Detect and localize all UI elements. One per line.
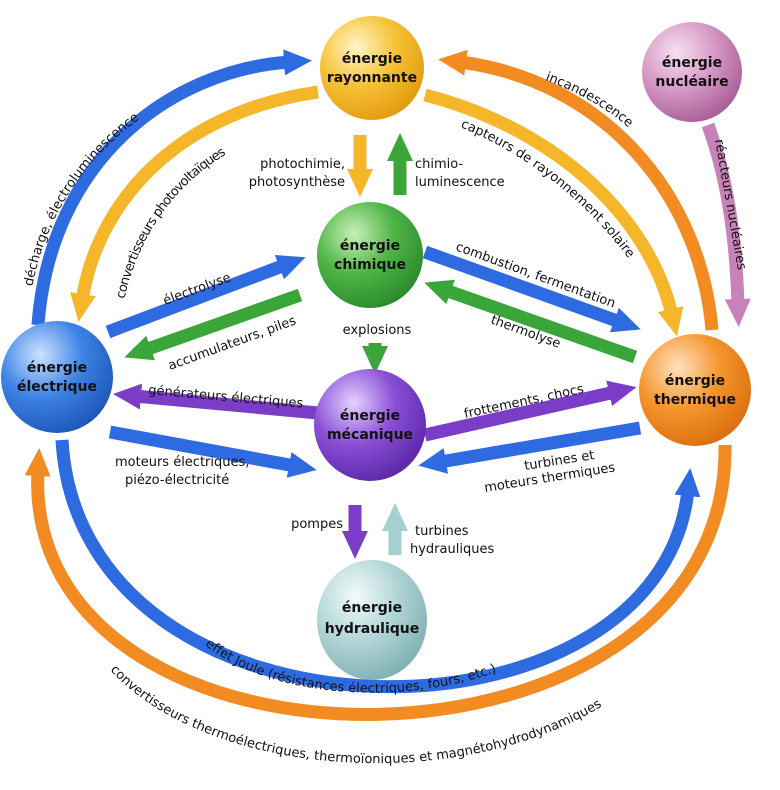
node-electrique: énergie électrique xyxy=(1,321,113,433)
node-chimique: énergie chimique xyxy=(317,202,423,308)
node-label: hydraulique xyxy=(325,621,420,637)
arrow-thermique-to-mecanique xyxy=(418,421,642,474)
arrow-rayonnante-to-electrique xyxy=(70,85,319,322)
label-photosynthese: photosynthèse xyxy=(249,175,345,190)
arrow-thermique-to-chimique xyxy=(424,279,638,364)
label-chimio: chimio- xyxy=(415,157,463,172)
arrow-mecanique-to-electrique xyxy=(113,383,319,420)
node-label: énergie xyxy=(342,51,402,67)
label-turbines-hydrauliques-1: turbines xyxy=(415,524,469,539)
arrow-chimique-to-electrique xyxy=(124,288,303,361)
node-label: nucléaire xyxy=(655,74,728,90)
node-thermique: énergie thermique xyxy=(639,334,751,446)
arrow-nucleaire-to-thermique xyxy=(701,122,751,327)
node-rayonnante: énergie rayonnante xyxy=(320,16,424,120)
arrow-electrique-to-thermique-arc xyxy=(55,439,701,694)
arrow-thermique-to-electrique-arc xyxy=(24,444,732,721)
label-moteurs-2: piézo-électricité xyxy=(125,473,229,488)
node-label: énergie xyxy=(665,373,725,389)
node-label: énergie xyxy=(340,238,400,254)
label-incandescence: incandescence xyxy=(544,70,636,131)
arrow-thermique-to-rayonnante xyxy=(438,49,719,331)
arrow-electrique-to-chimique xyxy=(105,254,306,339)
label-explosions: explosions xyxy=(343,323,412,338)
node-nucleaire: énergie nucléaire xyxy=(642,22,742,122)
label-pompes: pompes xyxy=(291,517,343,532)
label-photochimie: photochimie, xyxy=(260,157,345,172)
node-label: énergie xyxy=(662,55,722,71)
arrow-mecanique-to-thermique xyxy=(423,380,637,442)
node-label: énergie xyxy=(342,600,402,616)
arrow-chimique-to-thermique xyxy=(422,245,641,333)
node-hydraulique: énergie hydraulique xyxy=(317,560,427,680)
node-label: énergie xyxy=(27,360,87,376)
arrow-electrique-to-rayonnante xyxy=(31,49,312,326)
arrow-rayonnante-to-thermique xyxy=(423,88,684,337)
node-mecanique: énergie mécanique xyxy=(314,369,426,481)
arrow-electrique-to-mecanique xyxy=(108,425,317,478)
label-turbines-hydrauliques-2: hydrauliques xyxy=(410,542,494,557)
label-moteurs-1: moteurs électriques, xyxy=(115,455,249,470)
node-label: thermique xyxy=(654,392,736,408)
node-label: énergie xyxy=(340,408,400,424)
node-label: électrique xyxy=(17,379,97,395)
node-label: rayonnante xyxy=(327,70,417,86)
node-label: chimique xyxy=(334,257,406,273)
node-label: mécanique xyxy=(327,427,413,443)
label-luminescence: luminescence xyxy=(415,175,505,190)
